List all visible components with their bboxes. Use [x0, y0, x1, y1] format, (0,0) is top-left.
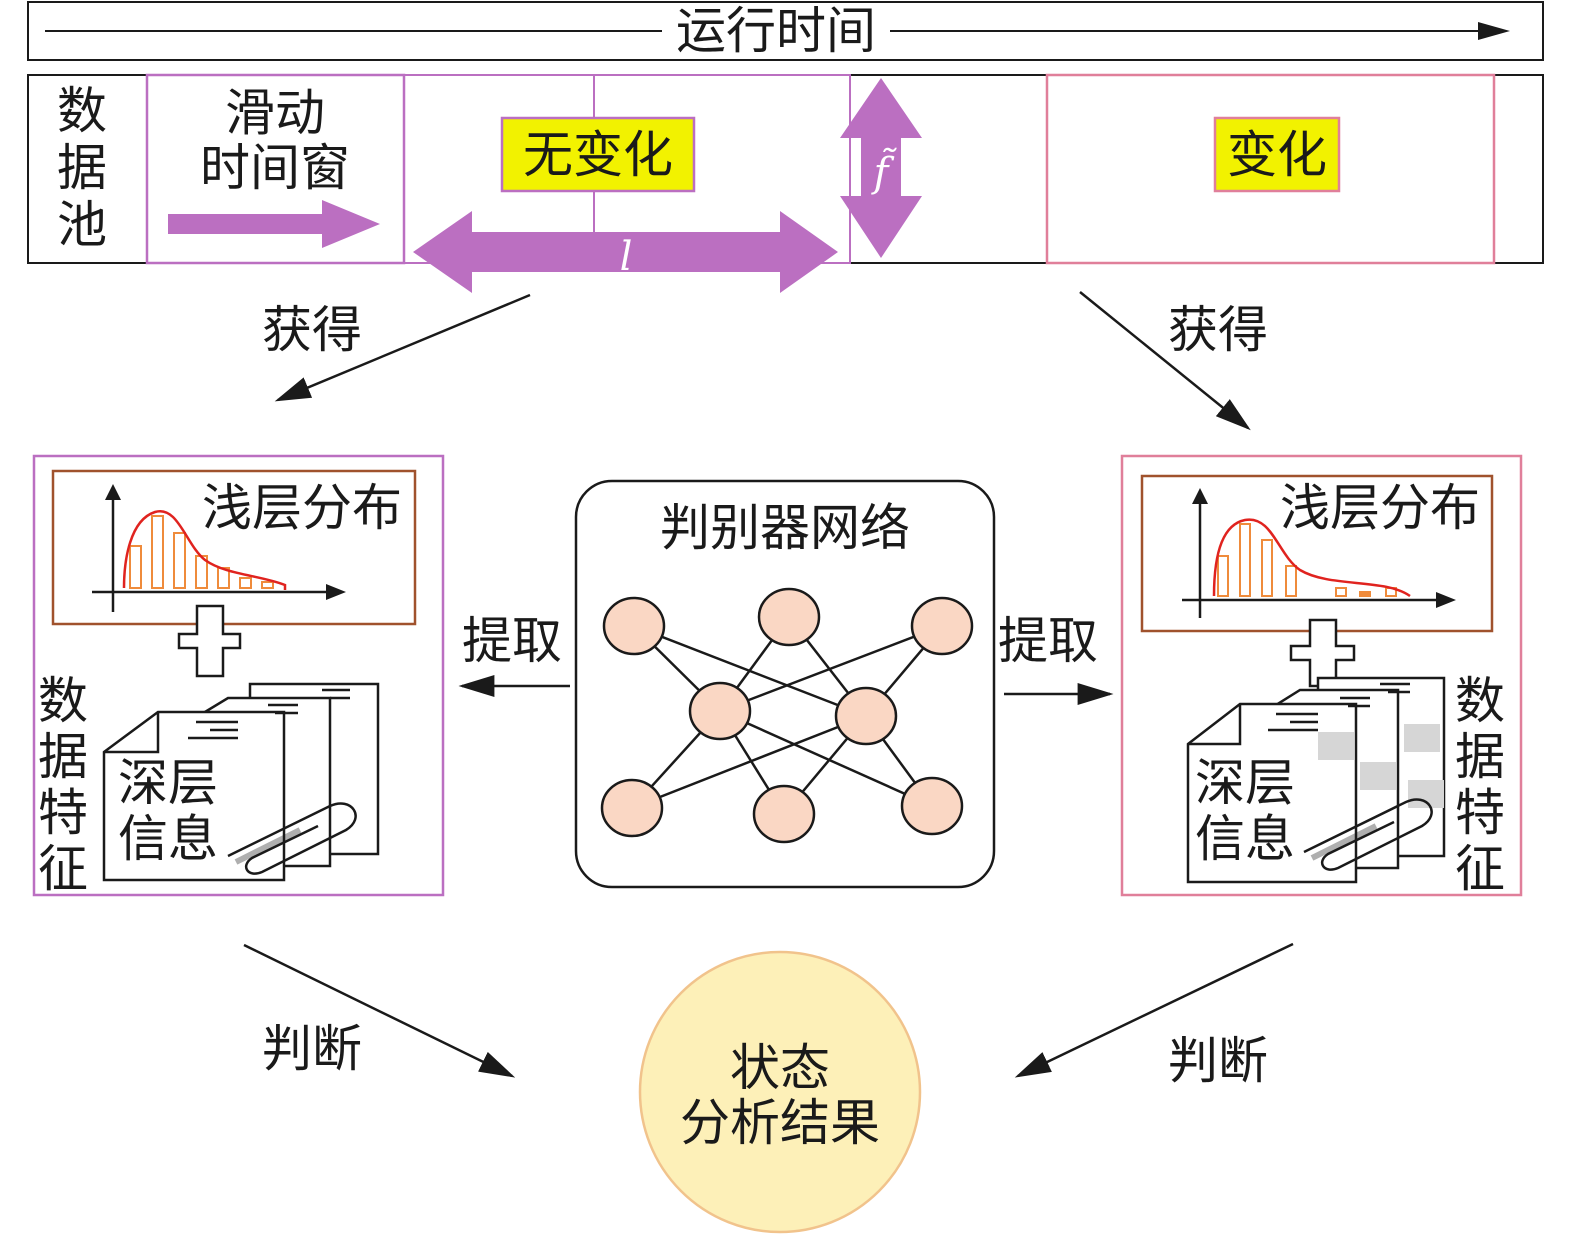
side-label-right-3: 特	[1455, 784, 1505, 842]
judge-arrow-right	[1014, 942, 1294, 1078]
pool-label-1: 数	[57, 82, 107, 140]
judge-label-left: 判断	[262, 1020, 362, 1078]
no-change-badge	[500, 116, 696, 193]
plus-icon	[177, 604, 242, 678]
network-node	[834, 686, 898, 746]
paperclip-icon	[1303, 798, 1433, 871]
length-symbol: l	[620, 234, 633, 280]
deep-label-right-2: 信息	[1195, 810, 1295, 868]
paperclip-icon	[227, 802, 357, 875]
judge-arrow-left	[243, 943, 516, 1078]
shallow-distribution-frame	[51, 469, 417, 626]
network-title: 判别器网络	[660, 499, 910, 557]
shallow-label-left: 浅层分布	[202, 479, 402, 537]
extract-label-right: 提取	[998, 612, 1098, 670]
timeline: 运行时间	[27, 1, 1544, 61]
window-label-1: 滑动	[225, 84, 325, 142]
obtain-label-left: 获得	[262, 301, 362, 359]
side-label-left-3: 特	[38, 784, 88, 842]
feature-panel-left: 浅层分布 深层 信息 数 据 特 征	[32, 454, 445, 898]
discriminator-network: 判别器网络	[574, 479, 996, 889]
state-analysis-result: 状态 分析结果	[638, 950, 922, 1234]
obtain-arrow-left	[274, 293, 531, 402]
window-length-arrow-icon	[413, 211, 838, 293]
histogram-icon	[1182, 488, 1456, 618]
change-window	[1045, 73, 1496, 265]
network-node	[757, 587, 821, 647]
side-label-right-1: 数	[1455, 672, 1505, 730]
deep-label-right-1: 深层	[1195, 754, 1295, 812]
deep-label-left-1: 深层	[118, 754, 218, 812]
histogram-icon	[92, 484, 346, 612]
feature-panel-right: 浅层分布 深层 信息 数 据	[1120, 454, 1523, 898]
data-pool: 数 据 池 滑动 时间窗 无变化 变化 l f̃	[27, 73, 1544, 293]
side-label-right-4: 征	[1455, 840, 1505, 898]
shallow-label-right: 浅层分布	[1280, 479, 1480, 537]
window-label-2: 时间窗	[200, 139, 350, 197]
timeline-arrowhead-icon	[1478, 22, 1510, 40]
side-label-right-2: 据	[1455, 728, 1505, 786]
network-node	[688, 681, 752, 741]
side-label-left-2: 据	[38, 728, 88, 786]
result-label-1: 状态	[730, 1039, 830, 1097]
side-label-left-4: 征	[38, 840, 88, 898]
judge-label-right: 判断	[1168, 1032, 1268, 1090]
network-node	[600, 778, 664, 838]
change-label: 变化	[1227, 126, 1327, 184]
deep-label-left-2: 信息	[118, 810, 218, 868]
document-stack-icon	[1186, 676, 1446, 884]
document-stack-icon	[102, 682, 380, 882]
network-node	[752, 784, 816, 844]
extract-label-left: 提取	[462, 612, 562, 670]
network-node	[900, 776, 964, 836]
obtain-arrow-right	[1079, 291, 1251, 431]
timeline-label: 运行时间	[676, 2, 876, 60]
result-label-2: 分析结果	[680, 1094, 880, 1152]
network-node	[910, 596, 974, 656]
pool-label-3: 池	[57, 196, 107, 254]
obtain-label-right: 获得	[1168, 301, 1268, 359]
network-node	[602, 596, 666, 656]
step-arrow-icon	[840, 78, 922, 258]
side-label-left-1: 数	[38, 672, 88, 730]
no-change-label: 无变化	[523, 126, 673, 184]
slide-arrow-icon	[168, 200, 380, 248]
change-badge	[1213, 116, 1341, 193]
pool-label-2: 据	[57, 139, 107, 197]
